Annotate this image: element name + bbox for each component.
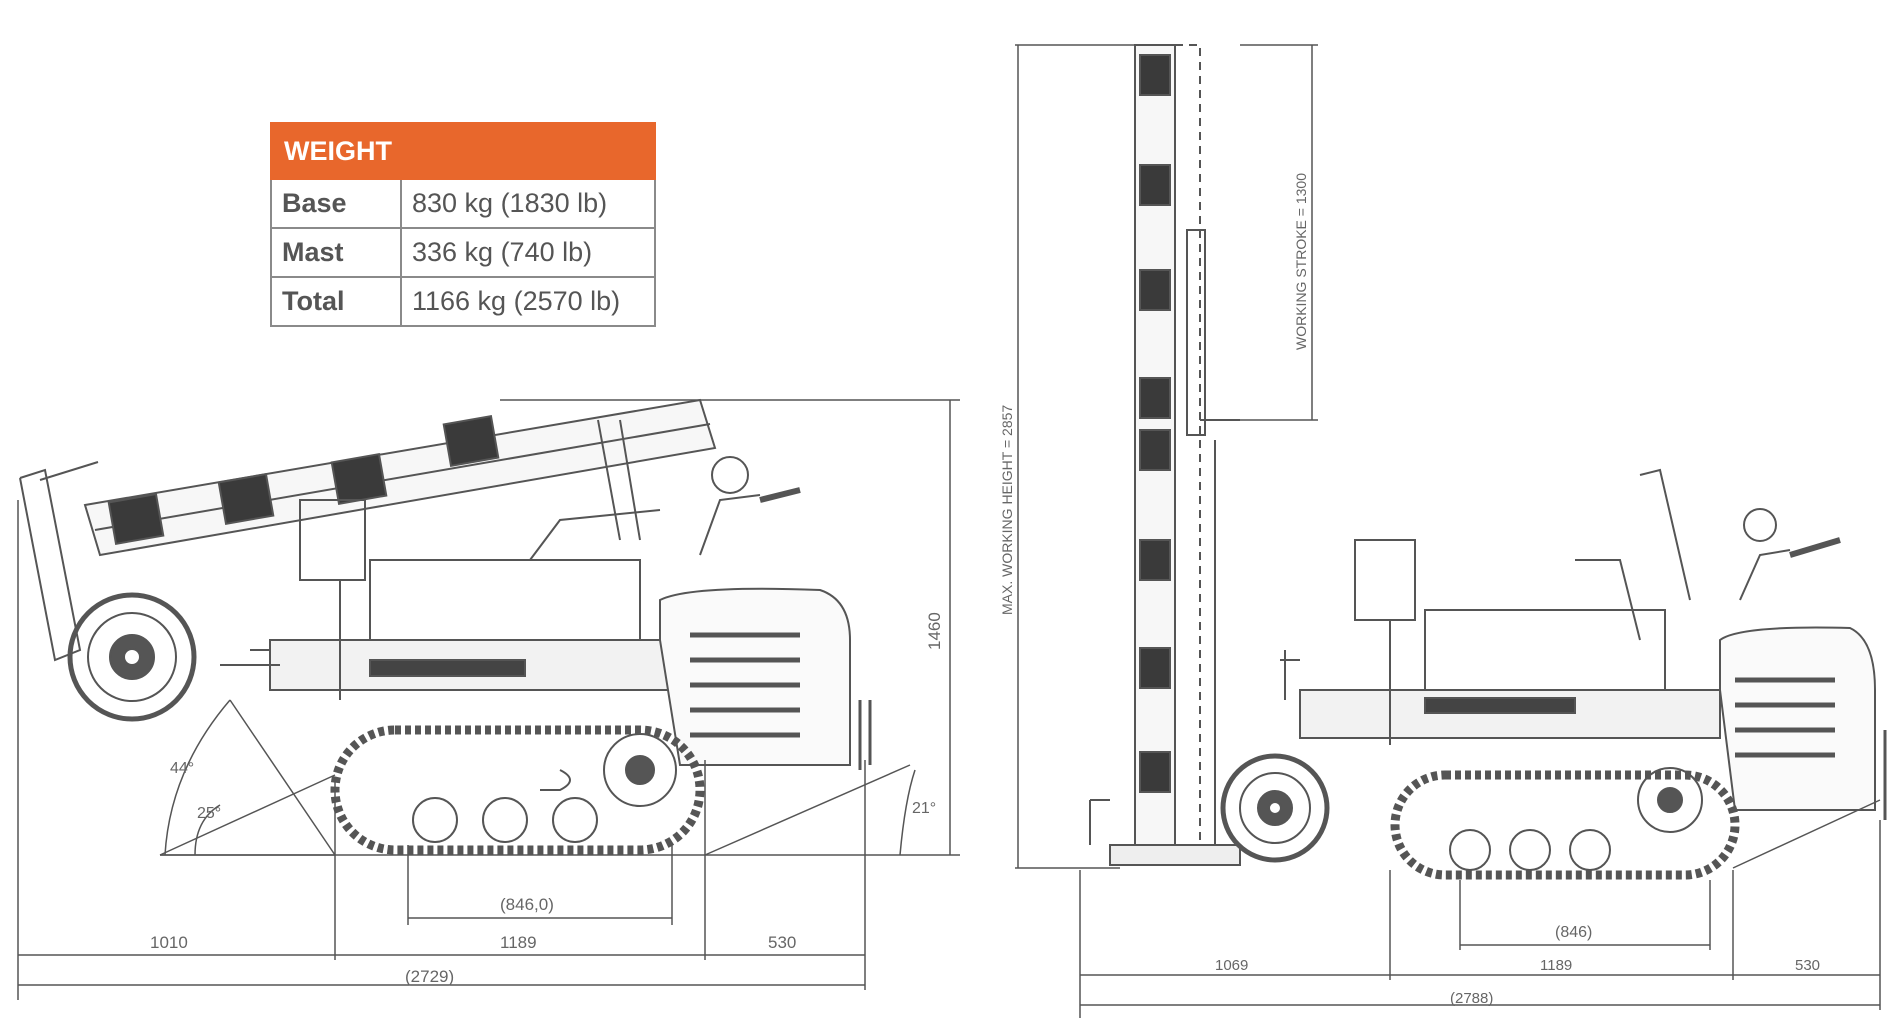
row-label: Total [270, 276, 402, 327]
dim-front-label: 1010 [150, 933, 188, 952]
right-engine [1719, 508, 1876, 811]
left-track [330, 725, 705, 855]
row-value: 1166 kg (2570 lb) [400, 276, 656, 327]
dim-wheelbase-label: 1189 [1540, 957, 1572, 974]
row-label: Mast [270, 227, 402, 278]
max-working-height-label: MAX. WORKING HEIGHT = 2857 [999, 405, 1015, 615]
dim-front-label: 1069 [1215, 957, 1248, 974]
table-row: Base 830 kg (1830 lb) [270, 178, 656, 229]
right-track [1390, 767, 1740, 880]
row-value: 830 kg (1830 lb) [400, 178, 656, 229]
row-value: 336 kg (740 lb) [400, 227, 656, 278]
left-machine-illustration [19, 398, 872, 855]
track-inner-label: (846,0) [500, 895, 554, 914]
dim-wheelbase-label: 1189 [500, 933, 537, 952]
left-front-wheel [67, 592, 197, 722]
right-chassis [1280, 468, 1721, 745]
angle-25-label: 25° [197, 805, 221, 822]
weight-table: WEIGHT Base 830 kg (1830 lb) Mast 336 kg… [270, 122, 656, 327]
table-row: Mast 336 kg (740 lb) [270, 227, 656, 278]
left-tilted-mast [19, 398, 717, 662]
right-vertical-mast [1089, 44, 1241, 866]
dim-total-label: (2788) [1450, 990, 1493, 1007]
track-inner-label: (846) [1555, 924, 1592, 941]
left-chassis [220, 419, 691, 700]
right-dimension-lines [1015, 44, 1881, 1018]
dim-rear-label: 530 [768, 933, 796, 952]
right-labels: MAX. WORKING HEIGHT = 2857 WORKING STROK… [999, 173, 1820, 1007]
dim-rear-label: 530 [1795, 957, 1820, 974]
right-machine-illustration [1089, 44, 1887, 880]
left-dimension-lines [17, 399, 960, 1000]
weight-header-row: WEIGHT [270, 122, 656, 180]
working-stroke-label: WORKING STROKE = 1300 [1293, 173, 1309, 350]
row-label: Base [270, 178, 402, 229]
angle-44-label: 44° [170, 760, 194, 777]
left-engine [659, 456, 851, 766]
height-label: 1460 [925, 612, 944, 650]
weight-header: WEIGHT [270, 122, 656, 180]
dim-total-label: (2729) [405, 967, 454, 986]
table-row: Total 1166 kg (2570 lb) [270, 276, 656, 327]
right-front-wheel [1220, 753, 1330, 863]
left-labels: 1460 44° 25° 21° (846,0) 1010 1189 530 (… [150, 612, 944, 986]
angle-21-label: 21° [912, 800, 936, 817]
